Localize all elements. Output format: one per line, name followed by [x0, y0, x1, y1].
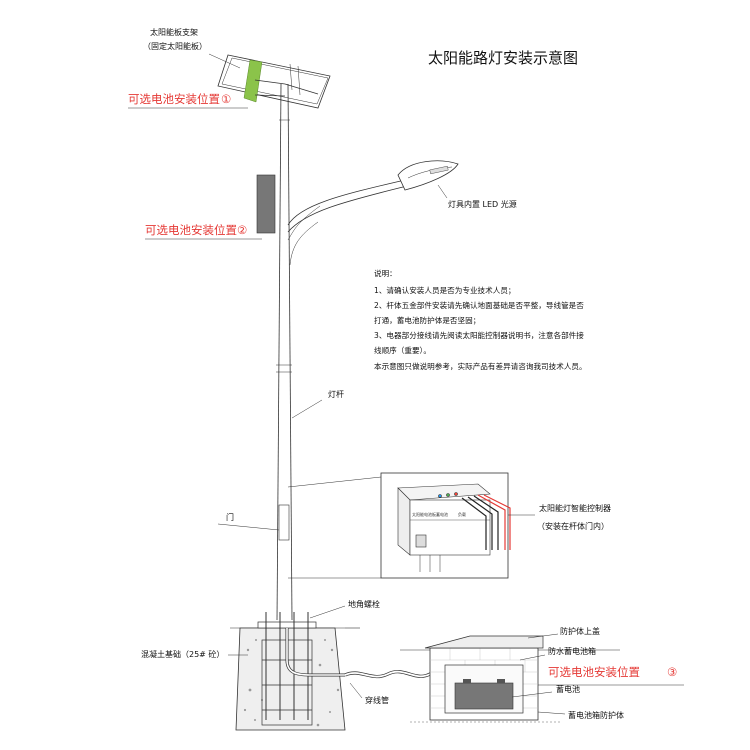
led-indicator-blue [438, 494, 442, 498]
battery-icon [454, 682, 514, 710]
battery-option-2-num: ② [237, 223, 247, 237]
leader-panel-bracket [208, 53, 241, 69]
label-pole: 灯杆 [328, 389, 344, 399]
led-indicator-red [454, 492, 458, 496]
battery-option-1-text: 可选电池安装位置 [128, 92, 220, 106]
notes-heading: 说明： [374, 268, 397, 278]
leader-battery-box [519, 654, 546, 661]
label-controller-sub: （安装在杆体门内） [537, 521, 609, 531]
battery-option-3-num: ③ [667, 665, 677, 679]
leader-door [217, 523, 280, 531]
base-plate [257, 621, 317, 629]
pole-door [278, 504, 290, 541]
led-module-icon [429, 165, 449, 175]
svg-text:负载: 负载 [458, 511, 466, 517]
battery-option-1: 可选电池安装位置 ① [128, 92, 248, 109]
label-panel-bracket-sub: （固定太阳能板） [143, 41, 207, 51]
controller-detail: 太阳能电池板 蓄电池 负载 [287, 472, 511, 579]
controller-wires [461, 494, 511, 550]
lamp-arm [287, 179, 408, 266]
label-panel-bracket: 太阳能板支架 [150, 27, 198, 37]
leader-battery-protect [537, 711, 566, 715]
label-controller: 太阳能灯智能控制器 [539, 503, 611, 513]
lamp-head [397, 160, 459, 191]
battery-option-2-box [256, 174, 276, 234]
battery-pit [410, 635, 560, 723]
label-battery: 蓄电池 [556, 684, 580, 694]
diagram-title: 太阳能路灯安装示意图 [428, 49, 578, 67]
svg-text:蓄电池: 蓄电池 [436, 511, 448, 517]
battery-option-2: 可选电池安装位置 ② [145, 223, 262, 240]
note-line-4: 3、电器部分接线请先阅读太阳能控制器说明书，注意各部件接 [374, 330, 584, 340]
concrete-foundation [235, 612, 346, 731]
label-foundation: 混凝土基础（25# 砼） [141, 649, 224, 659]
label-door: 门 [226, 512, 234, 522]
battery-option-1-num: ① [221, 92, 231, 106]
note-line-6: 本示意图只做说明参考，实际产品有差异请咨询我司技术人员。 [374, 361, 587, 371]
light-pole [276, 83, 293, 621]
note-line-3: 打通，蓄电池防护体是否坚固； [374, 315, 480, 325]
note-line-2: 2、杆体五金部件安装请先确认地面基础是否平整，导线管是否 [374, 300, 584, 310]
label-cover: 防护体上盖 [560, 626, 600, 636]
label-anchor-bolt: 地角螺栓 [348, 599, 380, 609]
anchor-bolts [265, 612, 309, 720]
svg-text:太阳能电池板: 太阳能电池板 [412, 511, 436, 517]
battery-option-2-text: 可选电池安装位置 [145, 223, 237, 237]
solar-panel-assembly [217, 54, 331, 109]
leader-cover [527, 633, 559, 639]
leader-pole [291, 399, 323, 419]
notes-block: 说明： 1、请确认安装人员是否为专业技术人员； 2、杆体五金部件安装请先确认地面… [374, 268, 587, 371]
label-conduit: 穿线管 [365, 695, 389, 705]
leader-battery [511, 691, 553, 698]
panel-highlight [243, 59, 263, 103]
label-battery-protect: 蓄电池箱防护体 [568, 710, 624, 720]
led-indicator-green [446, 493, 450, 497]
note-line-1: 1、请确认安装人员是否为专业技术人员； [374, 285, 516, 295]
note-line-5: 线顺序（重要）。 [374, 345, 431, 355]
leader-led [437, 184, 448, 199]
leader-anchor-bolt [309, 605, 346, 619]
battery-pit-cover [424, 635, 544, 649]
label-led: 灯具内置 LED 光源 [448, 199, 517, 209]
battery-option-3-text: 可选电池安装位置 [548, 665, 640, 679]
label-battery-box: 防水蓄电池箱 [548, 646, 596, 656]
leader-conduit [349, 682, 363, 699]
